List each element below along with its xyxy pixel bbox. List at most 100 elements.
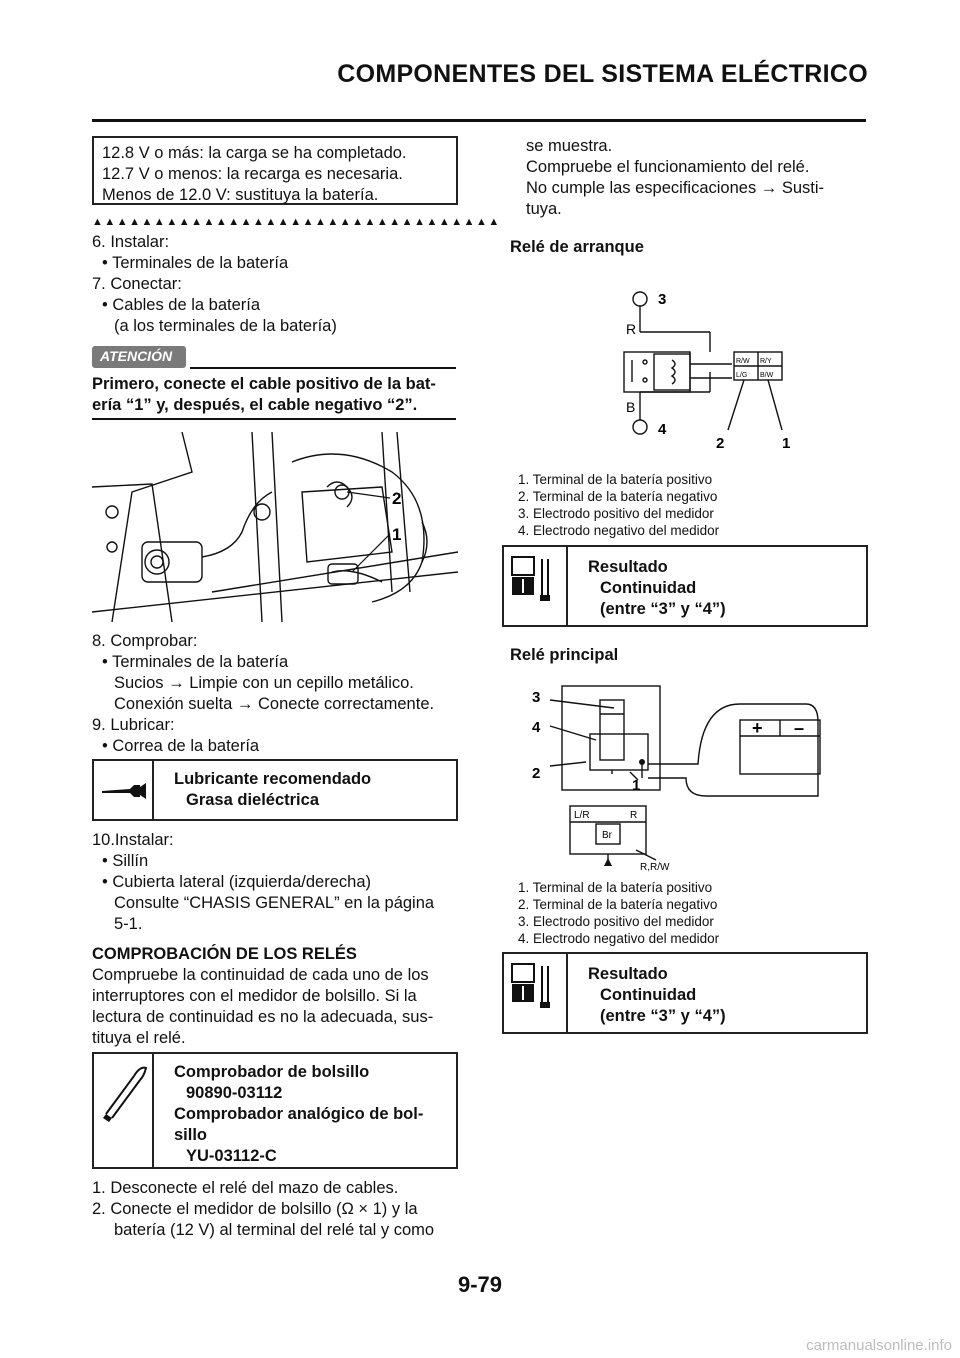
tester-line-3: Comprobador analógico de bol-: [174, 1105, 424, 1123]
main-connector-lr: L/R: [574, 810, 590, 821]
tester-line-1: Comprobador de bolsillo: [174, 1063, 370, 1081]
result2-heading: Resultado: [588, 965, 668, 983]
step-6-item: • Terminales de la batería: [102, 254, 289, 272]
legend2-item-4: 4. Electrodo negativo del medidor: [518, 931, 720, 946]
relay-check-heading: COMPROBACIÓN DE LOS RELÉS: [92, 945, 357, 963]
relay-check-intro: Compruebe la continuidad de cada uno de …: [92, 965, 464, 1049]
disconnect-step-1: 1. Desconecte el relé del mazo de cables…: [92, 1179, 399, 1197]
multimeter-icon: [511, 963, 550, 1008]
result2-condition: (entre “3” y “4”): [600, 1007, 726, 1025]
relay-intro-line-3: lectura de continuidad es no la adecuada…: [92, 1008, 434, 1026]
main-label-4: 4: [532, 719, 541, 736]
legend1-item-1: 1. Terminal de la batería positivo: [518, 472, 713, 487]
result2-value: Continuidad: [600, 986, 697, 1004]
relay-intro-line-4: tituya el relé.: [92, 1029, 186, 1047]
starter-wire-b: B: [626, 399, 635, 415]
step-8: 8. Comprobar:: [92, 632, 198, 650]
intro-line-1: se muestra.: [526, 137, 613, 155]
starter-label-2: 2: [716, 435, 724, 452]
voltage-line-2: 12.7 V o menos: la recarga es necesaria.: [102, 165, 403, 183]
battery-terminal-illustration: 2 1: [92, 432, 458, 622]
page-number: 9-79: [457, 1272, 503, 1297]
main-label-3: 3: [532, 689, 540, 706]
connector-rw: R/W: [736, 358, 750, 365]
steps-check-lubricate: 8. Comprobar: • Terminales de la batería…: [92, 631, 464, 757]
lubricant-value: Grasa dieléctrica: [186, 791, 319, 809]
main-connector-br: Br: [602, 830, 613, 841]
result2-icon-cell: [504, 954, 568, 1032]
tester-line-4: sillo: [174, 1126, 208, 1144]
main-label-1: 1: [632, 777, 640, 794]
triangle-divider: ▲▲▲▲▲▲▲▲▲▲▲▲▲▲▲▲▲▲▲▲▲▲▲▲▲▲▲▲▲▲▲▲▲: [92, 216, 501, 228]
result1-icon-cell: [504, 547, 568, 625]
relay-intro-line-2: interruptores con el medidor de bolsillo…: [92, 987, 417, 1005]
legend2-item-1: 1. Terminal de la batería positivo: [518, 880, 713, 895]
attention-text: Primero, conecte el cable positivo de la…: [92, 374, 462, 416]
grease-gun-icon: [102, 783, 146, 799]
lubricant-box: Lubricante recomendado Grasa dieléctrica: [92, 759, 458, 821]
result-box-main: Resultado Continuidad (entre “3” y “4”): [502, 952, 868, 1034]
starter-label-3: 3: [658, 291, 666, 308]
main-relay-diagram: 3 4 2 1 + – L/R R Br R,R/W: [532, 685, 821, 873]
tester-icon-cell: [94, 1054, 154, 1167]
voltage-line-1: 12.8 V o más: la carga se ha completado.: [102, 144, 407, 162]
steps-install-connect: 6. Instalar: • Terminales de la batería …: [92, 232, 462, 337]
battery-minus: –: [794, 718, 804, 738]
attention-line-2: ería “1” y, después, el cable negativo “…: [92, 396, 418, 414]
battery-plus: +: [752, 718, 763, 738]
result1-condition: (entre “3” y “4”): [600, 600, 726, 618]
lubricant-heading: Lubricante recomendado: [174, 770, 372, 788]
legend2-item-3: 3. Electrodo positivo del medidor: [518, 914, 714, 929]
step-10-cover: • Cubierta lateral (izquierda/derecha): [102, 873, 371, 891]
attention-line-1: Primero, conecte el cable positivo de la…: [92, 375, 436, 393]
tester-line-2: 90890-03112: [186, 1084, 283, 1102]
legend1-item-4: 4. Electrodo negativo del medidor: [518, 523, 720, 538]
step-8-dirty: Sucios → Limpie con un cepillo metálico.: [114, 674, 414, 692]
photo-callout-1: 1: [392, 525, 401, 544]
attention-rule: [190, 367, 456, 369]
main-connector-rrw: R,R/W: [640, 862, 670, 873]
steps-install-seat: 10.Instalar: • Sillín • Cubierta lateral…: [92, 830, 464, 935]
result-box-starter: Resultado Continuidad (entre “3” y “4”): [502, 545, 868, 627]
legend2-item-2: 2. Terminal de la batería negativo: [518, 897, 718, 912]
starter-wire-r: R: [626, 321, 636, 337]
lubricant-icon-cell: [94, 761, 154, 819]
step-10-page: 5-1.: [114, 915, 143, 933]
legend1-item-2: 2. Terminal de la batería negativo: [518, 489, 718, 504]
step-7-item: • Cables de la batería: [102, 296, 261, 314]
header-rule: [92, 119, 866, 122]
connector-ry: R/Y: [760, 358, 772, 365]
disconnect-step-2-cont: batería (12 V) al terminal del relé tal …: [114, 1221, 435, 1239]
result1-value: Continuidad: [600, 579, 697, 597]
photo-callout-2: 2: [392, 489, 401, 508]
relay-intro-continued: se muestra. Compruebe el funcionamiento …: [510, 136, 870, 220]
main-label-2: 2: [532, 765, 540, 782]
starter-label-4: 4: [658, 421, 667, 438]
attention-bottom-rule: [92, 418, 456, 420]
starter-relay-diagram: 3 4 2 1 R B R/W R/Y L/G B/W: [623, 291, 790, 452]
step-7-note: (a los terminales de la batería): [114, 317, 337, 335]
multimeter-icon: [511, 556, 550, 601]
legend1-item-3: 3. Electrodo positivo del medidor: [518, 506, 714, 521]
main-connector-r: R: [630, 810, 637, 821]
intro-line-3: No cumple las especificaciones → Susti-: [526, 179, 825, 197]
step-8-loose: Conexión suelta → Conecte correctamente.: [114, 695, 435, 713]
steps-disconnect: 1. Desconecte el relé del mazo de cables…: [92, 1178, 464, 1241]
main-legend: 1. Terminal de la batería positivo 2. Te…: [518, 879, 719, 947]
step-6: 6. Instalar:: [92, 233, 170, 251]
watermark: carmanualsonline.info: [806, 1337, 952, 1354]
step-9-item: • Correa de la batería: [102, 737, 260, 755]
step-10-reference: Consulte “CHASIS GENERAL” en la página: [114, 894, 435, 912]
voltage-spec-box: 12.8 V o más: la carga se ha completado.…: [92, 136, 458, 205]
step-8-item: • Terminales de la batería: [102, 653, 289, 671]
connector-bw: B/W: [760, 372, 774, 379]
step-9: 9. Lubricar:: [92, 716, 175, 734]
step-10: 10.Instalar:: [92, 831, 174, 849]
starter-label-1: 1: [782, 435, 790, 452]
step-10-seat: • Sillín: [102, 852, 149, 870]
main-relay-heading: Relé principal: [510, 646, 619, 664]
attention-badge: [92, 346, 186, 368]
disconnect-step-2: 2. Conecte el medidor de bolsillo (Ω × 1…: [92, 1200, 418, 1218]
tool-icon: [103, 1066, 148, 1122]
result1-heading: Resultado: [588, 558, 668, 576]
